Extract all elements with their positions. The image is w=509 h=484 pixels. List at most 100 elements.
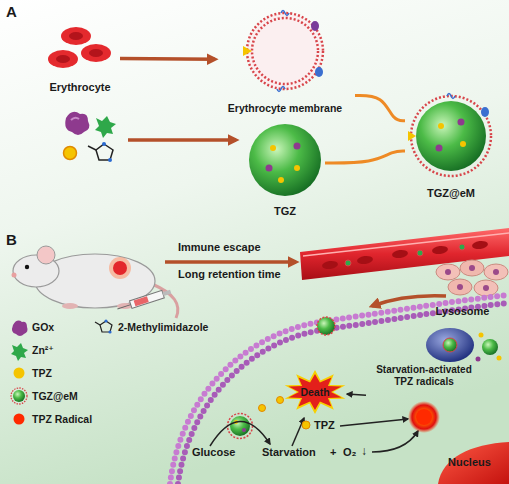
nitrogen-atom [104, 319, 107, 322]
arrow-annotation: Immune escape [178, 241, 261, 253]
tgz-core: TGZ [245, 120, 325, 218]
merge-bracket [355, 95, 405, 120]
cell-dimple [69, 32, 83, 40]
membrane-protein [311, 21, 319, 31]
cell-dimple [56, 55, 70, 63]
burst-outer [285, 370, 346, 414]
nitrogen-atom [102, 142, 106, 146]
tgz-em-art [405, 88, 497, 200]
process-label: Starvation [262, 446, 316, 458]
legend-text: 2-Methylimidazole [118, 321, 208, 333]
red-blood-cell [48, 50, 78, 68]
tpz-dot [438, 123, 444, 129]
radical-glow [408, 401, 440, 433]
syringe-content [134, 296, 149, 306]
blood-vessel [300, 228, 509, 280]
node-label: TGZ [274, 205, 296, 218]
membrane-inner-layer [178, 303, 509, 484]
node-label: Erythrocyte membrane [228, 102, 342, 114]
membrane-protein [408, 131, 416, 141]
mouse-foot [62, 303, 78, 309]
species-label: O₂ [343, 446, 356, 458]
gox-icon [12, 321, 28, 336]
legend-entry: 2-Methylimidazole [96, 318, 208, 336]
glycan-chain [447, 94, 455, 99]
blood-cell [322, 260, 339, 270]
membrane-outer-layer [170, 295, 509, 484]
legend-swatch [10, 318, 28, 336]
zif-sphere [249, 124, 321, 196]
red-blood-cell [61, 27, 91, 45]
nitrogen-atom [108, 158, 112, 162]
tpz-dot [479, 333, 484, 338]
tumor-cell [460, 260, 484, 276]
escaped-particle [482, 339, 498, 355]
legend-text: TGZ@eM [32, 390, 78, 402]
membrane-art [215, 6, 355, 114]
tpz-dot [302, 421, 310, 429]
tpz-dot [497, 356, 502, 361]
tumor-cell [448, 279, 472, 295]
nanoparticle-coat [228, 414, 253, 439]
coat-icon [11, 388, 27, 404]
starvation-arrow [292, 418, 304, 446]
nanoparticle [230, 416, 250, 436]
node-label: Erythrocyte [49, 81, 110, 94]
legend-swatch [96, 318, 114, 336]
legend-entry: GOx [10, 318, 54, 336]
blood-cell [357, 255, 374, 265]
tpz-dot [278, 177, 284, 183]
gox-dot [242, 428, 246, 432]
blood-cell [432, 245, 449, 255]
species-label: Glucose [192, 446, 235, 458]
syringe-plunger [162, 290, 171, 296]
merge-bracket [325, 151, 405, 163]
operator-sign: + [330, 446, 336, 458]
methyl-bond [88, 146, 96, 150]
membrane-protein [243, 46, 252, 56]
color-swatch [14, 368, 25, 379]
synthesis-arrow [128, 138, 236, 142]
legend-text: Zn²⁺ [32, 344, 54, 356]
syringe-needle [117, 305, 130, 309]
species-label: TPZ [314, 419, 335, 431]
mouse [12, 246, 297, 318]
mouse-ear [37, 246, 55, 264]
legend-swatch [10, 387, 28, 405]
cell-nucleus [457, 284, 463, 290]
blood-cell [392, 249, 409, 259]
legend-text: GOx [32, 321, 54, 333]
legend-text: TPZ [32, 367, 52, 379]
tumor-cell [436, 264, 460, 280]
tpz-dot [460, 141, 466, 147]
panel-letter: B [6, 232, 17, 249]
legend-entry: Zn²⁺ [10, 341, 54, 359]
trapped-particle [443, 338, 457, 352]
tpz-dot [294, 165, 300, 171]
tgz-em-icon [13, 390, 25, 402]
oxygen-arrow [372, 431, 418, 452]
nucleus-shape [438, 442, 509, 484]
blood-cell [472, 240, 489, 250]
methyl-bond [95, 322, 100, 325]
node-label: Death [300, 386, 329, 398]
glycan-chain [277, 87, 285, 92]
legend-entry: TPZ Radical [10, 410, 92, 428]
activation-arrow [340, 419, 408, 426]
death-burst: Death [283, 370, 347, 414]
tgz-art [245, 120, 325, 218]
membrane-protein [315, 67, 323, 77]
nitrogen-atom [108, 330, 111, 333]
nucleus: Nucleus [430, 440, 509, 484]
zinc-icon [11, 343, 28, 361]
legend-entry: TPZ [10, 364, 52, 382]
red-blood-cell [81, 44, 111, 62]
color-swatch [14, 414, 25, 425]
gox-dot [294, 143, 301, 150]
arrow-annotation: Long retention time [178, 268, 281, 280]
cell-membrane [170, 295, 509, 484]
tumor-cells [436, 260, 508, 296]
